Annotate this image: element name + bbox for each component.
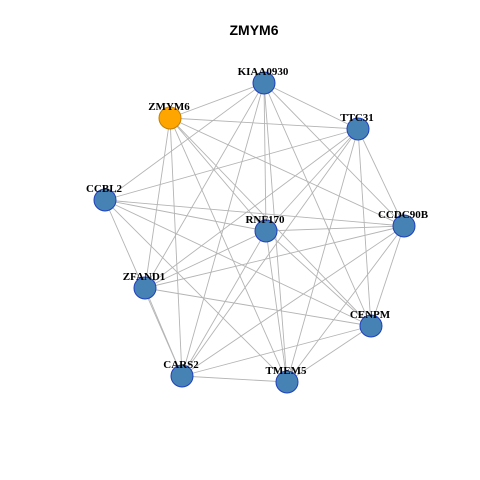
- node-label-ttc31: TTC31: [340, 112, 374, 124]
- node-label-tmem5: TMEM5: [266, 365, 307, 377]
- edge-ccbl2-ccdc90b: [104, 199, 405, 227]
- edge-zmym6-ttc31: [169, 117, 359, 130]
- edge-ccdc90b-cars2: [181, 225, 405, 377]
- edge-ccdc90b-tmem5: [286, 225, 405, 383]
- node-label-cenpm: CENPM: [350, 309, 391, 321]
- edge-ccdc90b-cenpm: [370, 225, 405, 327]
- edge-ccdc90b-rnf170: [265, 225, 405, 232]
- graph-title: ZMYM6: [230, 22, 279, 38]
- node-ccdc90b[interactable]: [392, 214, 416, 238]
- edge-zmym6-zfand1: [144, 117, 171, 289]
- edge-cenpm-tmem5: [286, 325, 372, 383]
- edge-kiaa0930-zfand1: [144, 82, 265, 289]
- node-ttc31[interactable]: [346, 117, 370, 141]
- node-label-ccdc90b: CCDC90B: [378, 209, 429, 221]
- edge-ccdc90b-zfand1: [144, 225, 405, 289]
- edge-ttc31-ccdc90b: [357, 128, 405, 227]
- edge-rnf170-zfand1: [144, 230, 267, 289]
- node-rnf170[interactable]: [254, 219, 278, 243]
- edge-zmym6-cars2: [169, 117, 183, 377]
- edge-kiaa0930-ttc31: [263, 82, 359, 130]
- edge-ccbl2-rnf170: [104, 199, 267, 232]
- edge-rnf170-cenpm: [265, 230, 372, 327]
- edge-rnf170-tmem5: [265, 230, 288, 383]
- edge-zmym6-tmem5: [169, 117, 288, 383]
- edge-zmym6-ccdc90b: [169, 117, 405, 227]
- edge-ttc31-ccbl2: [104, 128, 359, 201]
- node-label-ccbl2: CCBL2: [86, 183, 123, 195]
- edge-ccbl2-tmem5: [104, 199, 288, 383]
- edge-rnf170-cars2: [181, 230, 267, 377]
- edge-kiaa0930-zmym6: [169, 82, 265, 119]
- edge-cars2-tmem5: [181, 375, 288, 383]
- node-tmem5[interactable]: [275, 370, 299, 394]
- edge-ccbl2-cenpm: [104, 199, 372, 327]
- node-cars2[interactable]: [170, 364, 194, 388]
- node-zfand1[interactable]: [133, 276, 157, 300]
- node-kiaa0930[interactable]: [252, 71, 276, 95]
- edge-ttc31-cars2: [181, 128, 359, 377]
- node-label-zfand1: ZFAND1: [123, 271, 166, 283]
- edge-zfand1-cenpm: [144, 287, 372, 327]
- edge-kiaa0930-cenpm: [263, 82, 372, 327]
- node-label-rnf170: RNF170: [245, 214, 285, 226]
- edge-cenpm-cars2: [181, 325, 372, 377]
- edge-kiaa0930-rnf170: [263, 82, 267, 232]
- edge-kiaa0930-ccbl2: [104, 82, 265, 201]
- edge-zfand1-cars2: [144, 287, 183, 377]
- node-cenpm[interactable]: [359, 314, 383, 338]
- node-label-kiaa0930: KIAA0930: [238, 66, 289, 78]
- node-label-zmym6: ZMYM6: [148, 101, 190, 113]
- edge-ttc31-zfand1: [144, 128, 359, 289]
- node-zmym6[interactable]: [158, 106, 182, 130]
- node-ccbl2[interactable]: [93, 188, 117, 212]
- node-label-cars2: CARS2: [163, 359, 199, 371]
- edge-ttc31-rnf170: [265, 128, 359, 232]
- edge-kiaa0930-ccdc90b: [263, 82, 405, 227]
- node-layer: [93, 71, 416, 394]
- edge-ttc31-tmem5: [286, 128, 359, 383]
